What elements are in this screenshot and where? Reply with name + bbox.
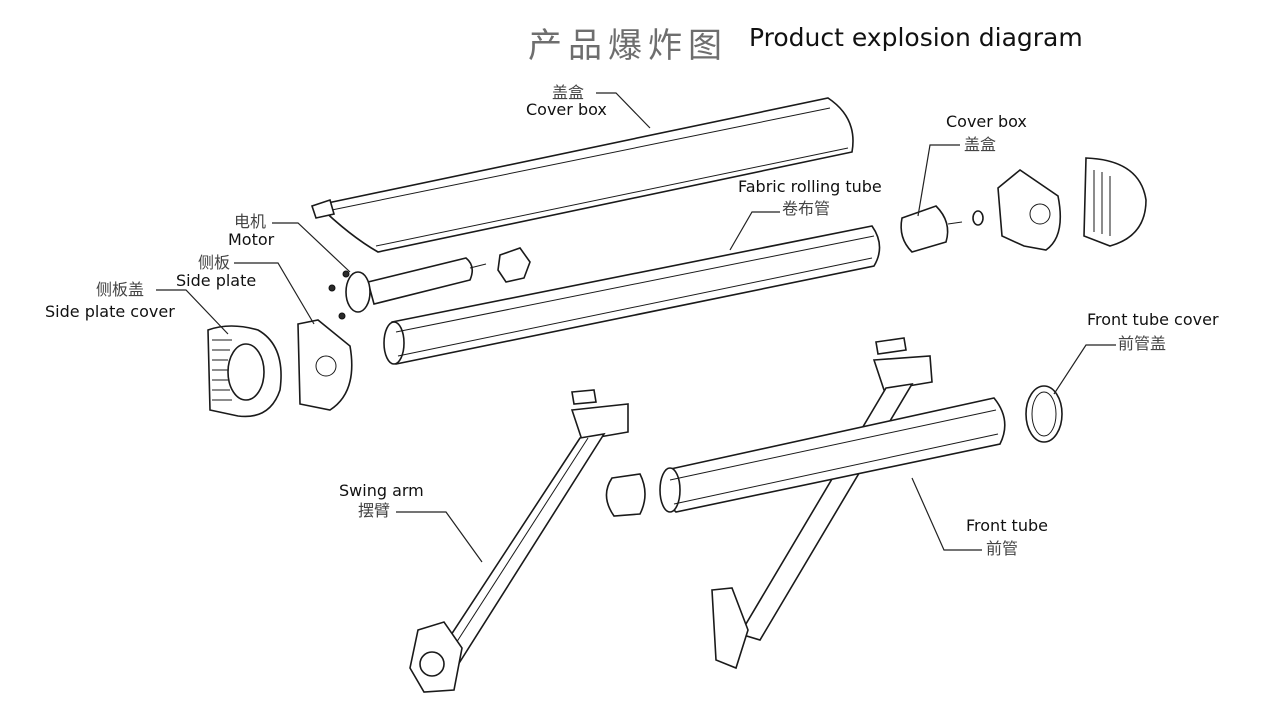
label-front-tube-cover-cn: 前管盖 (1118, 334, 1167, 353)
leader-swing-arm (396, 511, 483, 563)
label-fabric-tube-cn: 卷布管 (782, 199, 831, 218)
label-side-plate-en: Side plate (176, 271, 257, 290)
leader-motor (272, 222, 351, 273)
label-motor-cn: 电机 (234, 212, 267, 231)
side-plate-part (297, 319, 353, 411)
motor-part (328, 247, 531, 320)
side-plate-cover-part (207, 325, 282, 418)
label-motor-en: Motor (228, 230, 275, 249)
leader-cover-box-right (917, 144, 960, 217)
front-tube-end-cap-part (605, 473, 646, 517)
title-english: Product explosion diagram (749, 23, 1083, 52)
front-tube-cover-part (1025, 385, 1063, 443)
swing-arm-left-part (409, 389, 629, 693)
label-fabric-tube-en: Fabric rolling tube (738, 177, 882, 196)
label-front-tube-en: Front tube (966, 516, 1048, 535)
cover-box-part (310, 97, 854, 253)
swing-arm-right-part (711, 337, 933, 670)
label-side-plate-cover-en: Side plate cover (45, 302, 175, 321)
label-side-plate-cover-cn: 侧板盖 (96, 280, 145, 299)
label-cover-box-top-cn: 盖盒 (552, 83, 585, 102)
leader-front-tube-cover (1053, 344, 1116, 395)
label-front-tube-cn: 前管 (986, 539, 1019, 558)
label-side-plate-cn: 侧板 (198, 253, 231, 272)
label-cover-box-top-en: Cover box (526, 100, 607, 119)
label-cover-box-right-en: Cover box (946, 112, 1027, 131)
leader-fabric-tube (729, 211, 780, 251)
leader-side-plate-cover (156, 289, 229, 335)
label-swing-arm-cn: 摆臂 (358, 501, 391, 520)
cover-box-right-part (900, 157, 1147, 253)
fabric-rolling-tube-part (383, 225, 881, 365)
leader-side-plate (234, 262, 315, 325)
label-swing-arm-en: Swing arm (339, 481, 424, 500)
leader-cover-box-top (596, 92, 651, 129)
title-chinese: 产品爆炸图 (528, 26, 728, 66)
label-front-tube-cover-en: Front tube cover (1087, 310, 1219, 329)
front-tube-part (659, 397, 1006, 513)
label-cover-box-right-cn: 盖盒 (964, 135, 997, 154)
leader-front-tube (911, 477, 982, 551)
